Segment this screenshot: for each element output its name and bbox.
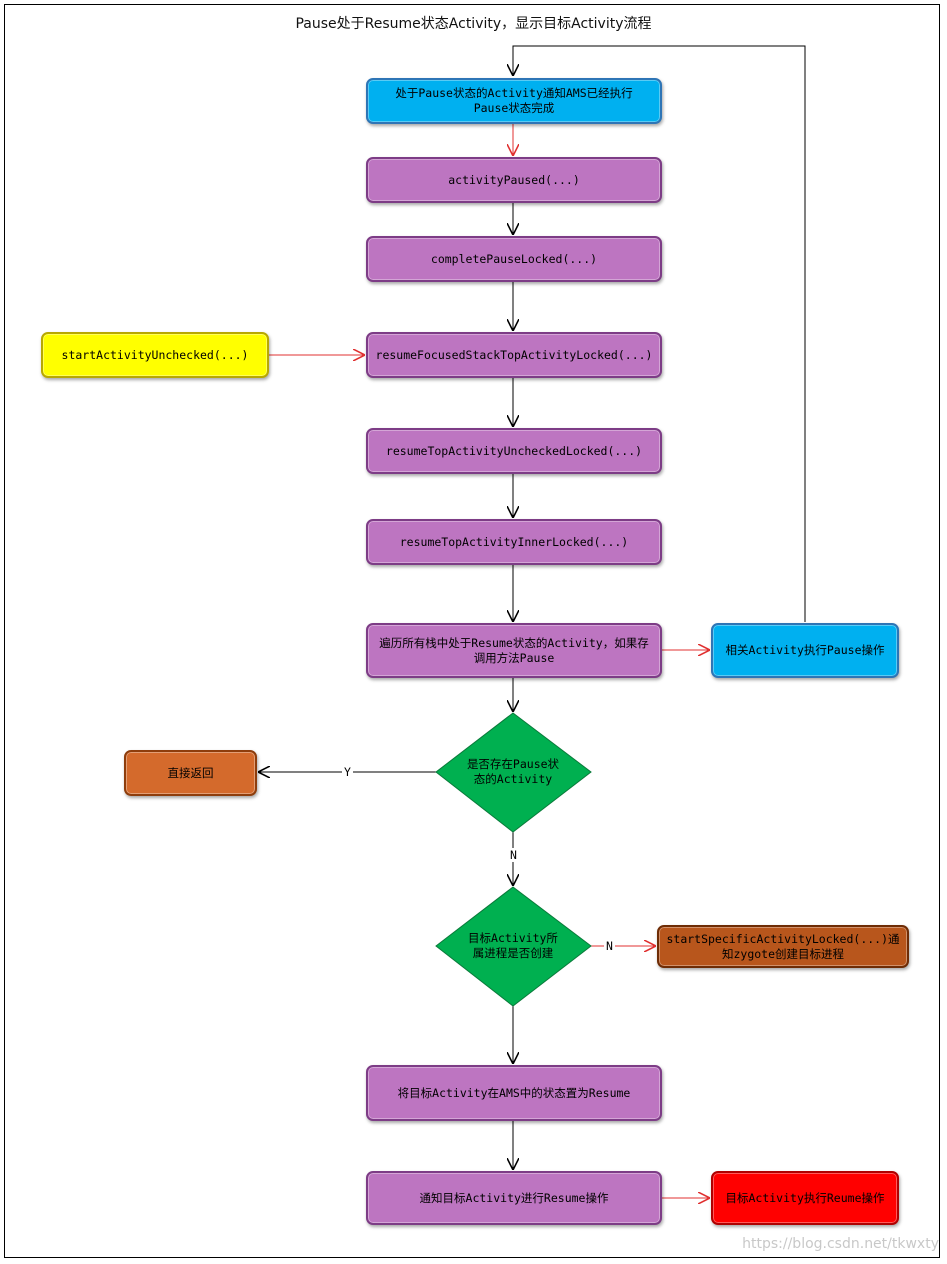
node-set-resume: 将目标Activity在AMS中的状态置为Resume <box>366 1065 662 1121</box>
edge-related-pause-loop <box>513 45 806 622</box>
node-complete-pause: completePauseLocked(...) <box>366 236 662 282</box>
node-direct-return: 直接返回 <box>124 750 257 796</box>
edge-label-no-right: N <box>604 939 615 953</box>
node-notify-ams-label: 处于Pause状态的Activity通知AMS已经执行Pause状态完成 <box>395 86 633 115</box>
edge-label-no-down: N <box>508 848 519 862</box>
node-related-pause: 相关Activity执行Pause操作 <box>711 623 899 678</box>
watermark: https://blog.csdn.net/tkwxty <box>742 1236 939 1252</box>
node-notify-resume-label: 通知目标Activity进行Resume操作 <box>419 1190 609 1205</box>
decision-process-label: 目标Activity所属进程是否创建 <box>468 931 558 960</box>
node-resume-top-unchecked-label: resumeTopActivityUncheckedLocked(...) <box>385 443 643 458</box>
node-direct-return-label: 直接返回 <box>167 765 214 780</box>
decision-diamond-pause <box>435 712 592 833</box>
node-start-unchecked: startActivityUnchecked(...) <box>41 332 269 378</box>
node-traverse-stacks-label: 遍历所有栈中处于Resume状态的Activity，如果存调用方法Pause <box>379 635 649 665</box>
node-resume-top-inner: resumeTopActivityInnerLocked(...) <box>366 519 662 565</box>
node-resume-top-unchecked: resumeTopActivityUncheckedLocked(...) <box>366 428 662 474</box>
node-activity-paused-label: activityPaused(...) <box>448 172 580 187</box>
node-start-specific: startSpecificActivityLocked(...)通知zygote… <box>657 925 909 968</box>
node-activity-paused: activityPaused(...) <box>366 157 662 203</box>
node-resume-top-inner-label: resumeTopActivityInnerLocked(...) <box>399 534 629 549</box>
node-target-resume: 目标Activity执行Reume操作 <box>711 1171 899 1225</box>
node-notify-ams: 处于Pause状态的Activity通知AMS已经执行Pause状态完成 <box>366 78 662 124</box>
node-resume-focused-label: resumeFocusedStackTopActivityLocked(...) <box>375 347 653 362</box>
decision-pause-label: 是否存在Pause状态的Activity <box>466 757 560 786</box>
node-traverse-stacks: 遍历所有栈中处于Resume状态的Activity，如果存调用方法Pause <box>366 623 662 678</box>
node-complete-pause-label: completePauseLocked(...) <box>430 251 598 266</box>
node-related-pause-label: 相关Activity执行Pause操作 <box>725 643 885 657</box>
node-set-resume-label: 将目标Activity在AMS中的状态置为Resume <box>397 1085 631 1100</box>
decision-diamond-process <box>435 886 592 1007</box>
node-resume-focused: resumeFocusedStackTopActivityLocked(...) <box>366 332 662 378</box>
node-start-specific-label: startSpecificActivityLocked(...)通知zygote… <box>666 931 900 961</box>
node-notify-resume: 通知目标Activity进行Resume操作 <box>366 1171 662 1225</box>
diagram-frame <box>4 4 940 1258</box>
node-target-resume-label: 目标Activity执行Reume操作 <box>725 1190 885 1205</box>
edge-label-yes: Y <box>342 765 353 779</box>
node-start-unchecked-label: startActivityUnchecked(...) <box>61 347 249 362</box>
diagram-title: Pause处于Resume状态Activity，显示目标Activity流程 <box>295 16 652 32</box>
